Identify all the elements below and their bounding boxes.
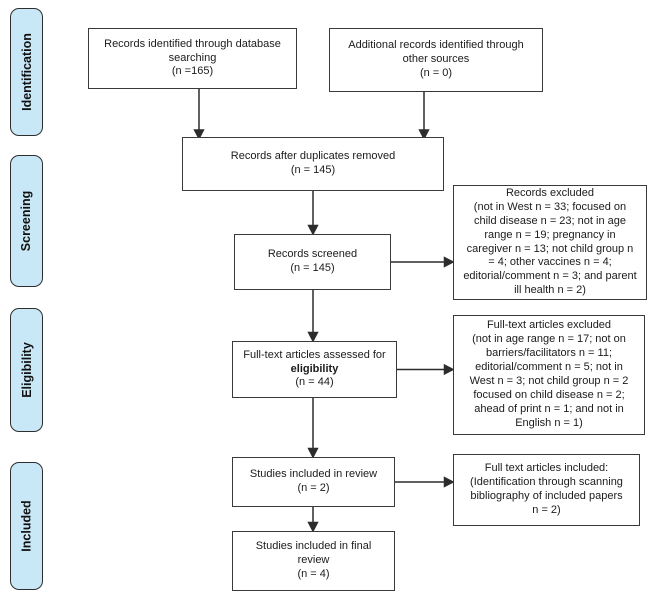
arrow-fulltext-to-included-review [307, 398, 319, 459]
stage-label-screening: Screening [10, 155, 43, 287]
arrow-screened-to-excluded [391, 256, 455, 268]
box-text-line: (n = 44) [295, 376, 334, 389]
arrow-other-sources-to-duplicates [418, 92, 430, 141]
box-studies-included-final-review: Studies included in final review (n = 4) [232, 531, 395, 591]
box-additional-records-other-sources: Additional records identified through ot… [329, 28, 543, 92]
arrow-review-to-fulltext-included [395, 476, 455, 488]
box-text: Full-text articles excluded (not in age … [469, 319, 629, 429]
stage-label-eligibility: Eligibility [10, 308, 43, 432]
box-records-excluded: Records excluded (not in West n = 33; fo… [453, 185, 647, 300]
box-text: Records excluded (not in West n = 33; fo… [463, 186, 637, 297]
box-text: Additional records identified through ot… [348, 39, 524, 79]
box-text: Records after duplicates removed (n = 14… [230, 150, 396, 176]
stage-label-text: Screening [19, 190, 34, 252]
box-studies-included-review: Studies included in review (n = 2) [232, 457, 395, 507]
arrow-review-to-final-review [307, 507, 319, 533]
box-fulltext-articles-assessed: Full-text articles assessed for eligibil… [232, 341, 397, 398]
stage-label-text: Included [19, 500, 34, 552]
arrow-screened-to-fulltext [307, 290, 319, 343]
stage-label-identification: Identification [10, 8, 43, 136]
box-text-line-bold: eligibility [290, 362, 339, 375]
stage-label-text: Eligibility [19, 342, 34, 398]
stage-label-included: Included [10, 462, 43, 590]
arrow-database-to-duplicates [193, 89, 205, 141]
box-records-identified-database: Records identified through database sear… [88, 28, 297, 89]
arrow-duplicates-to-screened [307, 191, 319, 236]
box-text: Full text articles included: (Identifica… [470, 462, 623, 516]
stage-label-text: Identification [19, 33, 34, 111]
box-text: Records screened (n = 145) [267, 248, 358, 274]
box-text: Full-text articles assessed for eligibil… [243, 349, 385, 391]
box-fulltext-articles-included: Full text articles included: (Identifica… [453, 454, 640, 526]
box-fulltext-articles-excluded: Full-text articles excluded (not in age … [453, 315, 645, 435]
box-records-screened: Records screened (n = 145) [234, 234, 391, 290]
box-text: Studies included in final review (n = 4) [255, 540, 372, 580]
box-text: Records identified through database sear… [104, 37, 281, 78]
arrow-fulltext-to-excluded [397, 363, 455, 376]
box-records-after-duplicates-removed: Records after duplicates removed (n = 14… [182, 137, 444, 191]
box-text-line: Full-text articles assessed for [243, 348, 386, 361]
box-text: Studies included in review (n = 2) [249, 468, 378, 494]
